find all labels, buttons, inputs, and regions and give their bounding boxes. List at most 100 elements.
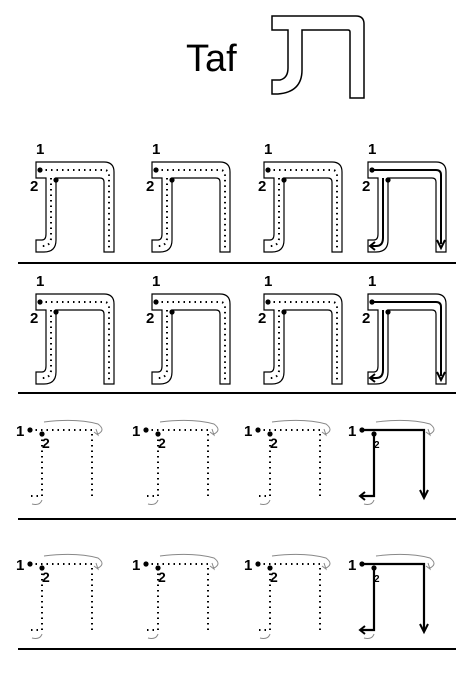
stroke-number-2: 2 bbox=[146, 178, 154, 195]
stroke-number-1: 1 bbox=[244, 557, 252, 574]
stroke-number-1: 1 bbox=[132, 557, 140, 574]
stroke-number-2: 2 bbox=[30, 178, 38, 195]
start-dot-2 bbox=[53, 309, 59, 315]
start-dot-2 bbox=[267, 565, 273, 571]
dotted-stroke-2 bbox=[28, 568, 43, 631]
start-dot-2 bbox=[385, 309, 391, 315]
direction-hint bbox=[147, 499, 159, 505]
direction-hint bbox=[31, 633, 43, 639]
letter-trace-cell: 12 bbox=[146, 141, 231, 253]
dotted-stroke-2 bbox=[28, 434, 43, 497]
start-dot-1 bbox=[143, 561, 149, 567]
start-dot-1 bbox=[153, 167, 159, 173]
letter-trace-cell: 12 bbox=[258, 273, 343, 385]
arrowhead bbox=[419, 489, 429, 501]
dotted-stroke-2 bbox=[144, 434, 159, 497]
start-dot-1 bbox=[153, 299, 159, 305]
direction-hint bbox=[43, 419, 103, 435]
direction-hint bbox=[271, 419, 331, 435]
start-dot-2 bbox=[39, 431, 45, 437]
letter-trace-cell: 12 bbox=[30, 273, 115, 385]
dotted-stroke-2 bbox=[360, 434, 376, 498]
start-dot-1 bbox=[359, 427, 365, 433]
letter-dotted-cell: 12 bbox=[348, 553, 435, 639]
letter-trace-cell: 12 bbox=[30, 141, 115, 253]
dotted-stroke-1 bbox=[30, 563, 93, 630]
direction-hint bbox=[159, 553, 219, 569]
letter-outline bbox=[367, 161, 447, 253]
letter-outline bbox=[263, 161, 343, 253]
dotted-guide bbox=[41, 310, 52, 379]
dotted-guide bbox=[156, 301, 226, 380]
letter-dotted-cell: 12 bbox=[16, 553, 103, 639]
letter-outline bbox=[263, 293, 343, 385]
stroke-number-2: 2 bbox=[158, 569, 166, 585]
stroke-arrow-2 bbox=[370, 310, 384, 379]
arrowhead bbox=[358, 625, 366, 635]
stroke-number-1: 1 bbox=[348, 423, 356, 440]
start-dot-2 bbox=[53, 177, 59, 183]
direction-hint-arrow bbox=[425, 428, 431, 437]
stroke-number-1: 1 bbox=[244, 423, 252, 440]
stroke-number-2: 2 bbox=[30, 310, 38, 327]
letter-outline bbox=[151, 161, 231, 253]
dotted-stroke-1 bbox=[258, 429, 321, 496]
stroke-number-1: 1 bbox=[152, 273, 160, 290]
direction-hint-arrow bbox=[209, 562, 215, 571]
letter-outline bbox=[35, 161, 115, 253]
arrowhead bbox=[368, 241, 376, 251]
stroke-number-1: 1 bbox=[36, 273, 44, 290]
stroke-number-2: 2 bbox=[158, 435, 166, 451]
letter-dotted-cell: 12 bbox=[244, 553, 331, 639]
dotted-guide bbox=[41, 178, 52, 247]
direction-hint bbox=[363, 633, 375, 639]
letter-trace-cell: 12 bbox=[258, 141, 343, 253]
start-dot-1 bbox=[37, 299, 43, 305]
direction-hint-arrow bbox=[93, 562, 99, 571]
letter-dotted-cell: 12 bbox=[132, 419, 219, 505]
start-dot-1 bbox=[27, 561, 33, 567]
stroke-number-2: 2 bbox=[42, 569, 50, 585]
dotted-guide bbox=[269, 178, 280, 247]
direction-hint-arrow bbox=[321, 562, 327, 571]
stroke-number-1: 1 bbox=[16, 423, 24, 440]
stroke-number-1: 1 bbox=[152, 141, 160, 158]
stroke-number-2: 2 bbox=[362, 310, 370, 327]
stroke-number-1: 1 bbox=[264, 141, 272, 158]
direction-hint bbox=[271, 553, 331, 569]
dotted-guide bbox=[268, 169, 338, 248]
stroke-number-1: 1 bbox=[132, 423, 140, 440]
letter-dotted-cell: 12 bbox=[244, 419, 331, 505]
dotted-stroke-1 bbox=[258, 563, 321, 630]
arrowhead bbox=[436, 239, 446, 251]
start-dot-2 bbox=[281, 309, 287, 315]
stroke-number-2: 2 bbox=[374, 574, 380, 585]
start-dot-2 bbox=[371, 431, 377, 437]
start-dot-1 bbox=[255, 427, 261, 433]
stroke-number-2: 2 bbox=[270, 569, 278, 585]
stroke-arrow-1 bbox=[372, 301, 442, 376]
stroke-number-1: 1 bbox=[36, 141, 44, 158]
start-dot-2 bbox=[39, 565, 45, 571]
letter-dotted-cell: 12 bbox=[16, 419, 103, 505]
letter-trace-cell: 12 bbox=[362, 273, 447, 385]
arrowhead bbox=[358, 491, 366, 501]
stroke-number-1: 1 bbox=[368, 141, 376, 158]
direction-hint-arrow bbox=[93, 428, 99, 437]
stroke-number-2: 2 bbox=[42, 435, 50, 451]
letter-outline bbox=[151, 293, 231, 385]
start-dot-1 bbox=[27, 427, 33, 433]
letter-outline bbox=[367, 293, 447, 385]
start-dot-2 bbox=[155, 565, 161, 571]
dotted-guide bbox=[268, 301, 338, 380]
dotted-guide bbox=[157, 178, 168, 247]
dotted-stroke-1 bbox=[362, 428, 426, 496]
direction-hint bbox=[159, 419, 219, 435]
arrowhead bbox=[419, 623, 429, 635]
row-divider bbox=[18, 262, 456, 264]
start-dot-1 bbox=[255, 561, 261, 567]
direction-hint-arrow bbox=[209, 428, 215, 437]
dotted-stroke-2 bbox=[256, 568, 271, 631]
direction-hint bbox=[375, 553, 435, 569]
start-dot-1 bbox=[265, 167, 271, 173]
